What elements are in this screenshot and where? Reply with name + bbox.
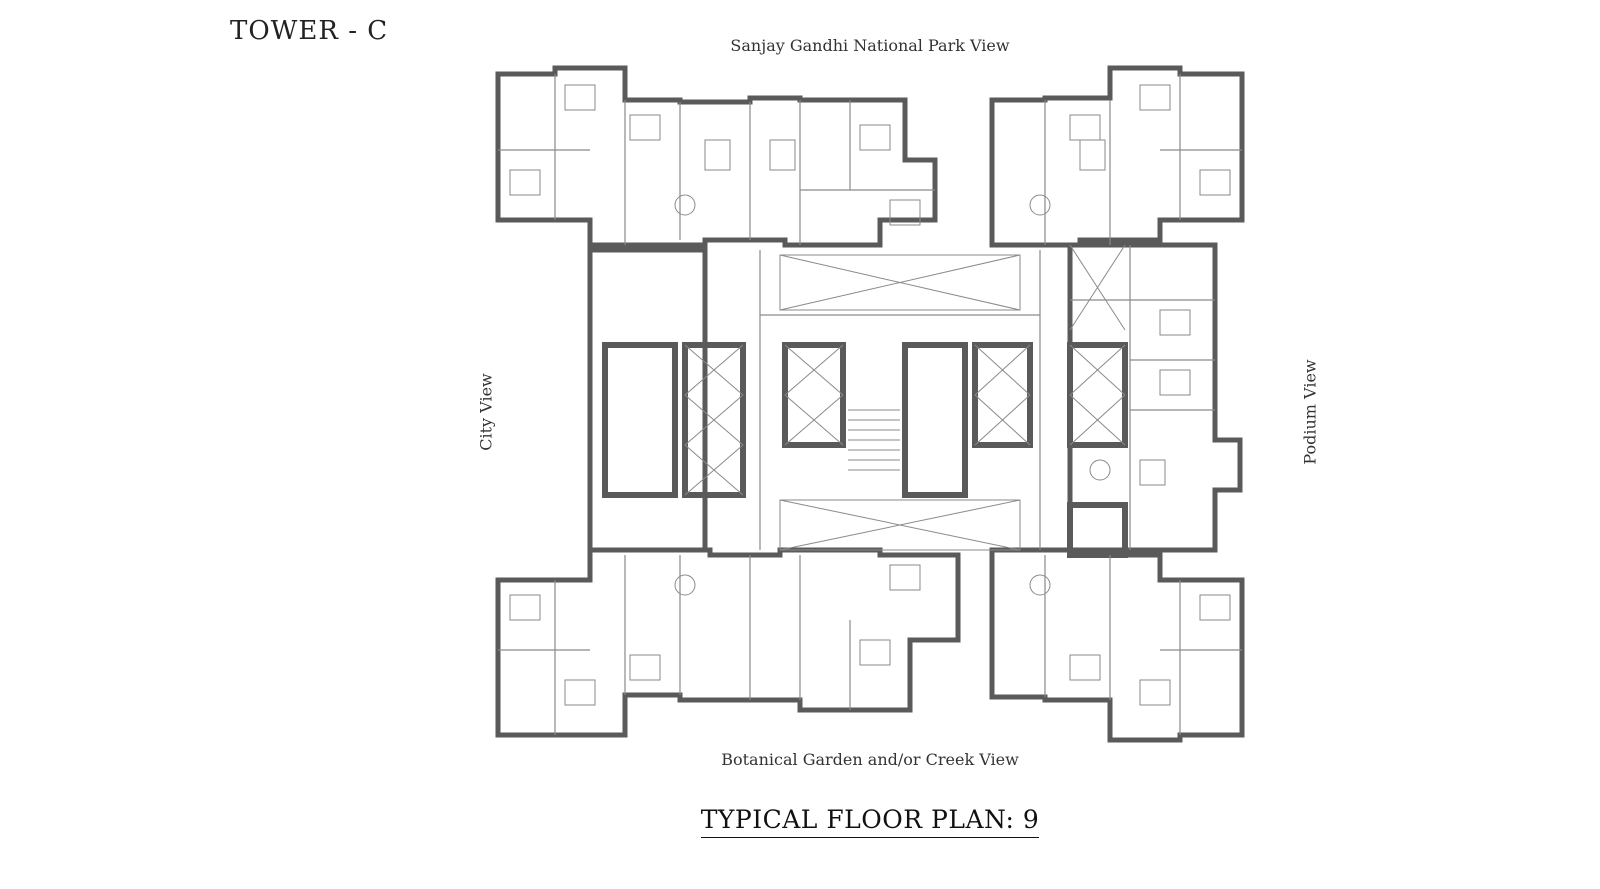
tower-title: TOWER - C: [230, 16, 389, 46]
apartment-right: [1067, 242, 1243, 553]
left-service-block: [587, 247, 708, 553]
staircase: [779, 254, 1021, 551]
view-label-top: Sanjay Gandhi National Park View: [730, 36, 1010, 55]
apartment-top-left: [495, 65, 938, 248]
apartment-top-right: [989, 65, 1245, 248]
furniture: [509, 84, 1231, 706]
apartment-bottom-right: [989, 547, 1245, 743]
apartment-bottom-left: [495, 547, 961, 738]
central-core: [602, 342, 1128, 558]
floor-plan-drawing: [495, 65, 1245, 743]
view-label-right: Podium View: [1300, 359, 1320, 465]
lift-cross-marks: [684, 244, 1126, 551]
interior-partitions: [498, 74, 1242, 735]
plan-title: TYPICAL FLOOR PLAN: 9: [0, 805, 1600, 838]
view-label-bottom: Botanical Garden and/or Creek View: [721, 750, 1019, 769]
plan-title-text: TYPICAL FLOOR PLAN: 9: [700, 805, 1040, 838]
